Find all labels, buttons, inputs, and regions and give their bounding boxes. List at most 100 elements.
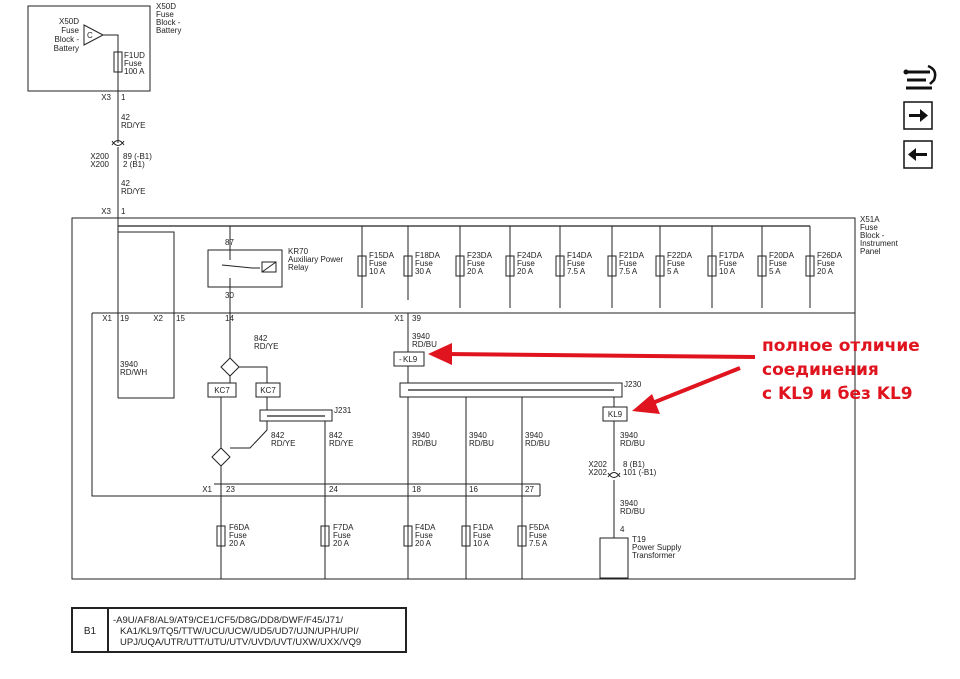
- wire3940-a-color: RD/BU: [412, 439, 437, 448]
- x200-p2: 2 (B1): [123, 160, 145, 169]
- x200-inline-connector: [111, 140, 125, 146]
- wire3940-c-color: RD/BU: [525, 439, 550, 448]
- x50d-name-2: Block -: [55, 35, 80, 44]
- wire842c-color: RD/YE: [329, 439, 353, 448]
- x3-mid-conn: X3: [101, 207, 111, 216]
- svg-text:F6DA: F6DA: [229, 523, 250, 532]
- svg-text:F4DA: F4DA: [415, 523, 436, 532]
- x202-c1: X202: [588, 460, 607, 469]
- arrow-left-icon[interactable]: [903, 140, 933, 169]
- kr70-pin87: 87: [225, 238, 234, 247]
- module-boundary: [91, 313, 540, 497]
- f1ud-id: F1UD: [124, 51, 145, 60]
- x51a-l3: Instrument: [860, 239, 899, 248]
- t19-id: T19: [632, 535, 646, 544]
- t19-transformer: [599, 537, 629, 579]
- x50d-fuse-block: [27, 5, 151, 92]
- wire42b-circuit: 42: [121, 179, 130, 188]
- wire842a-color: RD/YE: [254, 342, 278, 351]
- annotation-line-1: полное отличие: [762, 336, 920, 356]
- wire842b-circuit: 842: [271, 431, 285, 440]
- svg-text:Fuse: Fuse: [769, 259, 787, 268]
- j230-label: J230: [624, 380, 642, 389]
- wire842a-circuit: 842: [254, 334, 268, 343]
- wire3940-a-circuit: 3940: [412, 431, 430, 440]
- x50d-side-1: Fuse: [156, 10, 174, 19]
- x51a-l2: Block -: [860, 231, 885, 240]
- svg-text:F17DA: F17DA: [719, 251, 745, 260]
- svg-text:20 A: 20 A: [817, 267, 834, 276]
- annotation-arrow-2: [649, 366, 741, 406]
- arrow-right-icon[interactable]: [903, 101, 933, 130]
- wire3940-c-circuit: 3940: [525, 431, 543, 440]
- wire3940right-circuit: 3940: [620, 431, 638, 440]
- x202-inline-connector: [607, 472, 621, 478]
- x50d-side-3: Battery: [156, 26, 181, 35]
- wire42a-color: RD/YE: [121, 121, 145, 130]
- svg-text:KC7: KC7: [260, 386, 276, 395]
- x1-bottom-pin-24: 24: [329, 485, 338, 494]
- x3-top-conn: X3: [101, 93, 111, 102]
- svg-text:Fuse: Fuse: [667, 259, 685, 268]
- wire3940top-color: RD/BU: [412, 340, 437, 349]
- svg-text:F14DA: F14DA: [567, 251, 593, 260]
- wire3940wh-color: RD/WH: [120, 368, 147, 377]
- x1-bottom-conn: X1: [202, 485, 212, 494]
- svg-text:KL9: KL9: [403, 355, 418, 364]
- splice-diamond-lower: [211, 447, 231, 467]
- svg-text:20 A: 20 A: [517, 267, 534, 276]
- wire3940wh-circuit: 3940: [120, 360, 138, 369]
- x200-c1: X200: [90, 152, 109, 161]
- x200-p1: 89 (-B1): [123, 152, 152, 161]
- kl9-top-connector[interactable]: [393, 351, 425, 367]
- svg-text:KC7: KC7: [214, 386, 230, 395]
- wiring-harness-icon[interactable]: [903, 64, 937, 90]
- kr70-l2: Relay: [288, 263, 308, 272]
- x1-bottom-pin-16: 16: [469, 485, 478, 494]
- x50d-side-id: X50D: [156, 2, 176, 11]
- x50d-name-1: Fuse: [61, 26, 79, 35]
- wire3940top-circuit: 3940: [412, 332, 430, 341]
- kl9-right-connector[interactable]: [602, 406, 628, 422]
- svg-text:20 A: 20 A: [229, 539, 246, 548]
- x200-c2: X200: [90, 160, 109, 169]
- x50d-side-2: Block -: [156, 18, 181, 27]
- x51a-l4: Panel: [860, 247, 881, 256]
- annotation-line-3: с KL9 и без KL9: [762, 384, 913, 404]
- svg-text:20 A: 20 A: [333, 539, 350, 548]
- svg-text:7.5 A: 7.5 A: [619, 267, 638, 276]
- x1-left-conn: X1: [102, 314, 112, 323]
- svg-text:F26DA: F26DA: [817, 251, 843, 260]
- legend-key: B1: [84, 626, 97, 637]
- x1-bottom-pin-18: 18: [412, 485, 421, 494]
- t19-pin: 4: [620, 525, 625, 534]
- svg-text:5 A: 5 A: [667, 267, 679, 276]
- x50d-name-3: Battery: [54, 44, 79, 53]
- svg-text:F18DA: F18DA: [415, 251, 441, 260]
- svg-text:Fuse: Fuse: [333, 531, 351, 540]
- x51a-fuse-block: [71, 217, 856, 580]
- wire3940t19-color: RD/BU: [620, 507, 645, 516]
- legend-line-1: -A9U/AF8/AL9/AT9/CE1/CF5/D8G/DD8/DWF/F45…: [113, 615, 343, 626]
- svg-text:30 A: 30 A: [415, 267, 432, 276]
- wire3940right-color: RD/BU: [620, 439, 645, 448]
- kr70-l1: Auxiliary Power: [288, 255, 343, 264]
- svg-text:20 A: 20 A: [467, 267, 484, 276]
- svg-text:10 A: 10 A: [719, 267, 736, 276]
- annotation-line-2: соединения: [762, 360, 879, 380]
- t19-l2: Transformer: [632, 551, 676, 560]
- wire842c-circuit: 842: [329, 431, 343, 440]
- kr70-id: KR70: [288, 247, 309, 256]
- kc7-right-connector: [255, 382, 281, 398]
- svg-text:Fuse: Fuse: [415, 531, 433, 540]
